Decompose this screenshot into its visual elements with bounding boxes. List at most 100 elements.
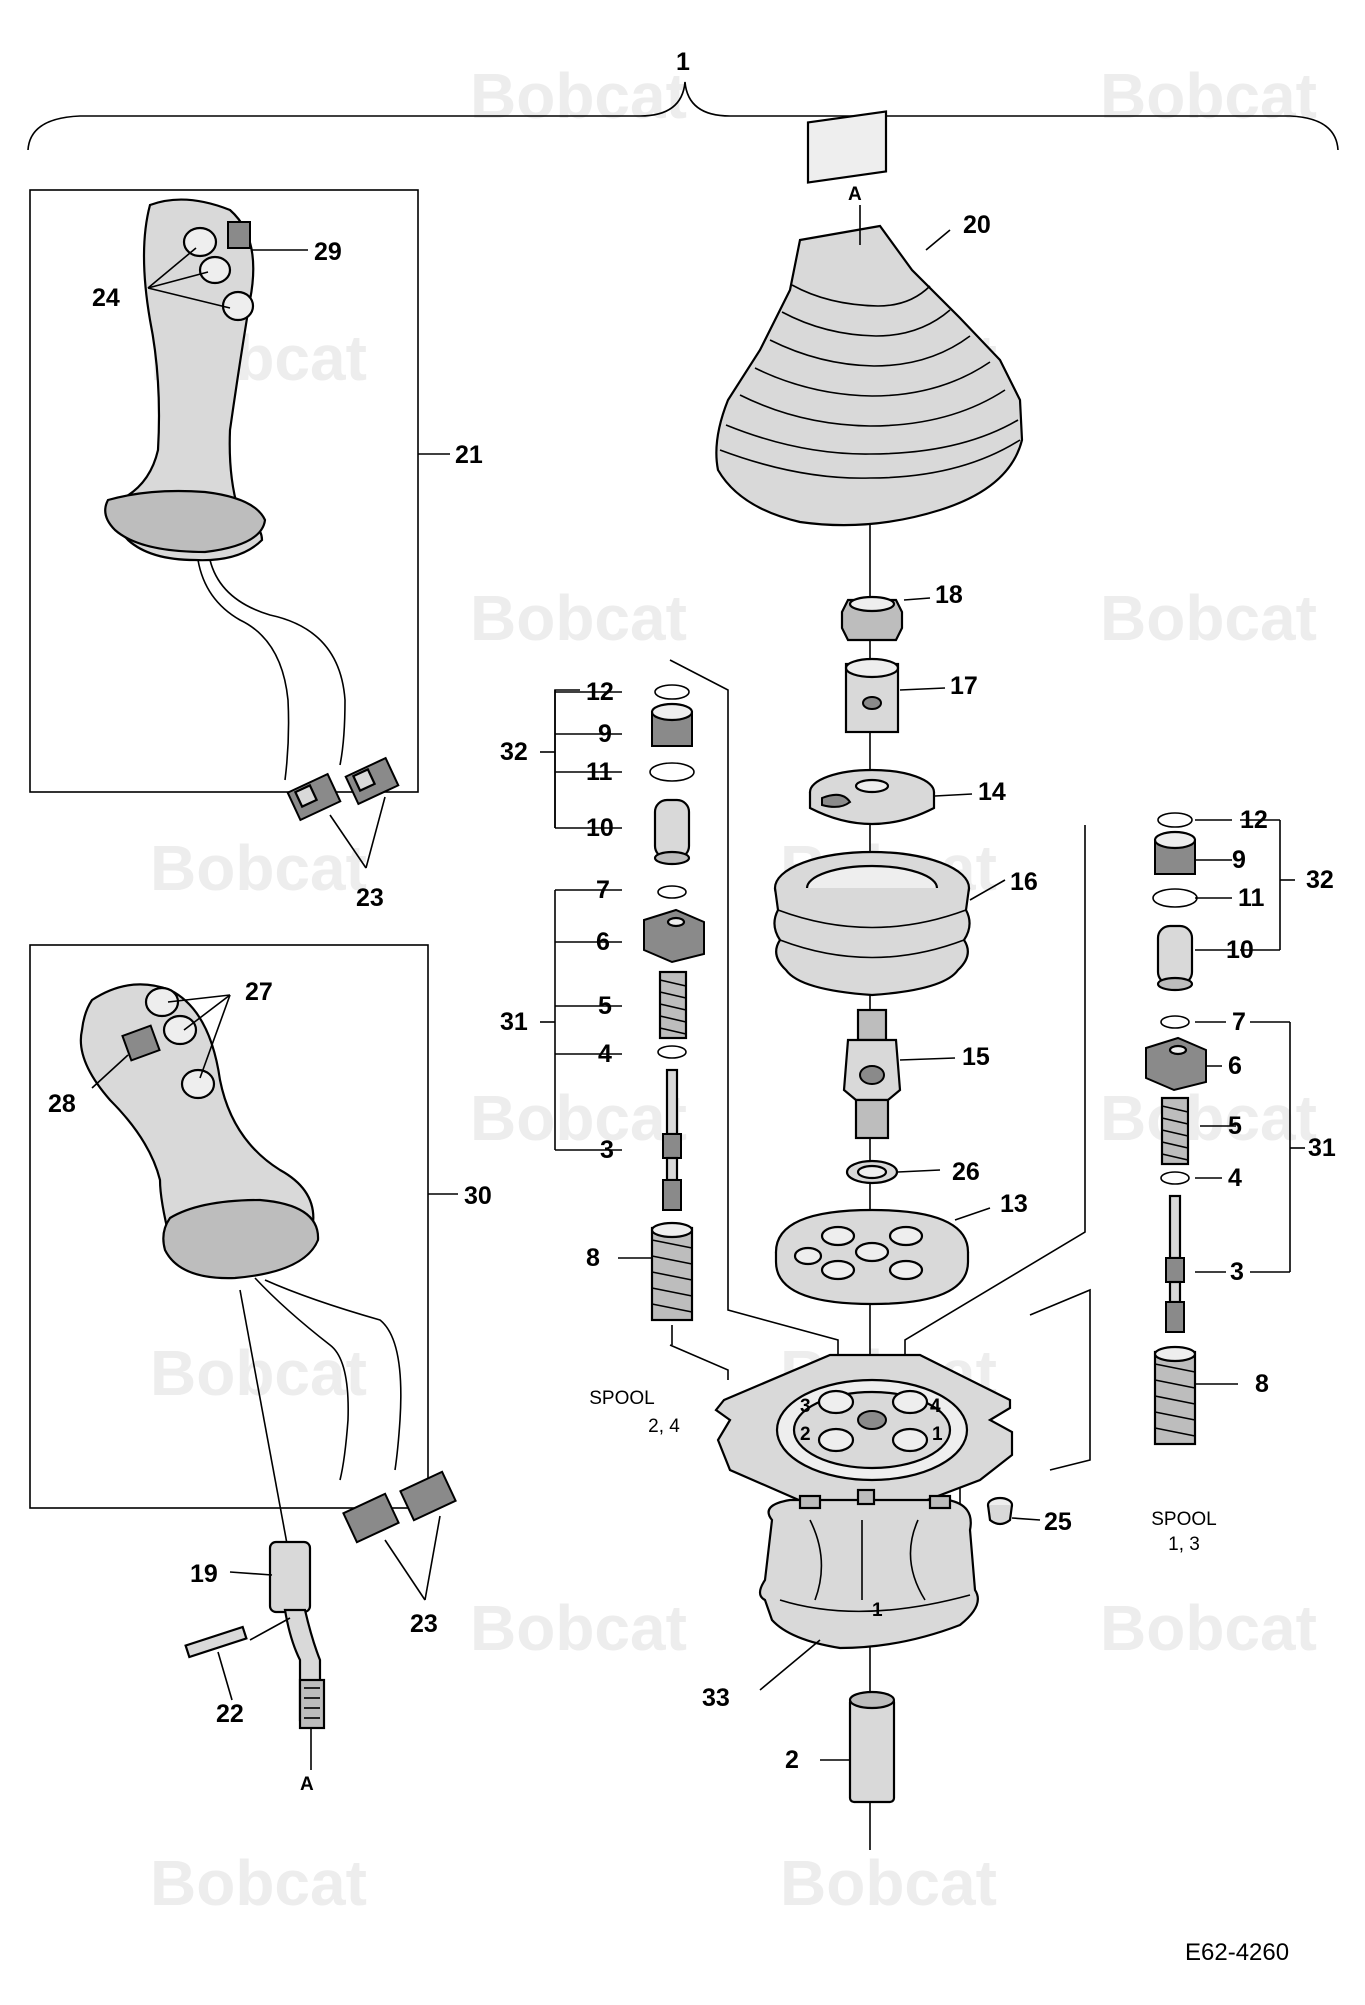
thumb-roller-icon — [121, 1024, 161, 1062]
figure-id: E62-4260 — [1185, 1939, 1289, 1966]
port-hole — [891, 1427, 929, 1453]
button-icon — [144, 986, 180, 1018]
port-hole — [817, 1427, 855, 1453]
watermark-text: Bobcat — [470, 582, 687, 654]
spool-stack-left — [540, 684, 705, 1345]
callout-20: 20 — [963, 211, 991, 239]
callout-10-right: 10 — [1226, 936, 1254, 964]
roll-pin — [184, 1625, 248, 1659]
callout-6-left: 6 — [596, 928, 610, 956]
callout-4-left: 4 — [598, 1040, 612, 1068]
callout-23-upper: 23 — [356, 884, 384, 912]
button-icon — [162, 1014, 198, 1046]
callout-29: 29 — [314, 238, 342, 266]
spring — [658, 970, 688, 1040]
callout-12-right: 12 — [1240, 806, 1268, 834]
callout-9-left: 9 — [598, 720, 612, 748]
callout-9-right: 9 — [1232, 846, 1246, 874]
spool-stack-right — [1145, 812, 1305, 1446]
callout-6-right: 6 — [1228, 1052, 1242, 1080]
universal-joint — [856, 1008, 888, 1042]
lever-shaft — [268, 1540, 312, 1614]
push-rod — [653, 798, 691, 860]
watermark-text: Bobcat — [1100, 582, 1317, 654]
callout-7-right: 7 — [1232, 1008, 1246, 1036]
callout-8-right: 8 — [1255, 1370, 1269, 1398]
callout-24: 24 — [92, 284, 120, 312]
callout-15: 15 — [962, 1043, 990, 1071]
callout-1: 1 — [676, 48, 690, 76]
watermark-text: Bobcat — [470, 1082, 687, 1154]
spool — [665, 1068, 679, 1136]
port-hole — [891, 1389, 929, 1415]
connector-icon — [342, 1492, 400, 1544]
watermark-text: Bobcat — [150, 1847, 367, 1919]
watermark-text: Bobcat — [150, 1337, 367, 1409]
button-icon — [198, 255, 232, 285]
callout-11-left: 11 — [586, 758, 613, 786]
callout-31-left: 31 — [500, 1008, 528, 1036]
reference-letter-bottom: A — [300, 1774, 314, 1795]
handle-box-30 — [29, 944, 458, 1601]
callout-18: 18 — [935, 581, 963, 609]
spool-label-right-line1: SPOOL — [1151, 1509, 1216, 1530]
spool-label-left-line1: SPOOL — [589, 1388, 654, 1409]
grip-boot-flange — [104, 489, 267, 554]
port-hole — [817, 1389, 855, 1415]
callout-33: 33 — [702, 1684, 730, 1712]
rubber-boot — [715, 224, 1024, 527]
callout-19: 19 — [190, 1560, 218, 1588]
watermark-text: Bobcat — [150, 832, 367, 904]
callout-31-right: 31 — [1308, 1134, 1336, 1162]
callout-27: 27 — [245, 978, 273, 1006]
callout-5-right: 5 — [1228, 1112, 1242, 1140]
spool-label-left-line2: 2, 4 — [648, 1416, 680, 1437]
button-icon — [221, 290, 255, 322]
callout-17: 17 — [950, 672, 978, 700]
callout-16: 16 — [1010, 868, 1038, 896]
return-spring — [1153, 1345, 1197, 1446]
watermark-layer: Bobcat Bobcat Bobcat Bobcat Bobcat Bobca… — [150, 60, 1317, 1919]
watermark-text: Bobcat — [1100, 1592, 1317, 1664]
housing-mark: 1 — [872, 1600, 883, 1621]
connector-icon — [399, 1470, 457, 1522]
callout-2: 2 — [785, 1746, 799, 1774]
callout-10-left: 10 — [586, 814, 614, 842]
valve-housing — [758, 1498, 979, 1650]
spring-seat — [643, 908, 705, 964]
return-spring — [650, 1221, 694, 1322]
callout-11-right: 11 — [1238, 884, 1265, 912]
callout-3-right: 3 — [1230, 1258, 1244, 1286]
button-icon — [182, 226, 218, 258]
reference-letter-top: A — [848, 184, 862, 205]
callout-28: 28 — [48, 1090, 76, 1118]
spool — [1168, 1194, 1182, 1260]
port-number: 2 — [800, 1424, 811, 1445]
callout-4-right: 4 — [1228, 1164, 1242, 1192]
callout-7-left: 7 — [596, 876, 610, 904]
callout-26: 26 — [952, 1158, 980, 1186]
watermark-text: Bobcat — [1100, 1082, 1317, 1154]
button-icon — [180, 1068, 216, 1100]
port-number: 1 — [932, 1424, 943, 1445]
pin — [848, 1696, 896, 1804]
port-number: 3 — [800, 1396, 811, 1417]
assembly-brace: 1 — [27, 48, 1339, 151]
callout-5-left: 5 — [598, 992, 612, 1020]
handle-box-21 — [29, 189, 450, 869]
callout-21: 21 — [455, 441, 483, 469]
watermark-text: Bobcat — [1100, 60, 1317, 132]
grip-boot-flange — [162, 1198, 320, 1280]
callout-8-left: 8 — [586, 1244, 600, 1272]
callout-23-lower: 23 — [410, 1610, 438, 1638]
callout-22: 22 — [216, 1700, 244, 1728]
thumb-roller-icon — [227, 221, 251, 249]
lever-shaft-assembly — [184, 1540, 326, 1770]
callout-32-right: 32 — [1306, 866, 1334, 894]
watermark-text: Bobcat — [470, 60, 687, 132]
callout-3-left: 3 — [600, 1136, 614, 1164]
callout-32-left: 32 — [500, 738, 528, 766]
callout-labels: 20 18 17 14 16 15 26 13 25 33 2 12 9 11 … — [48, 211, 1336, 1774]
